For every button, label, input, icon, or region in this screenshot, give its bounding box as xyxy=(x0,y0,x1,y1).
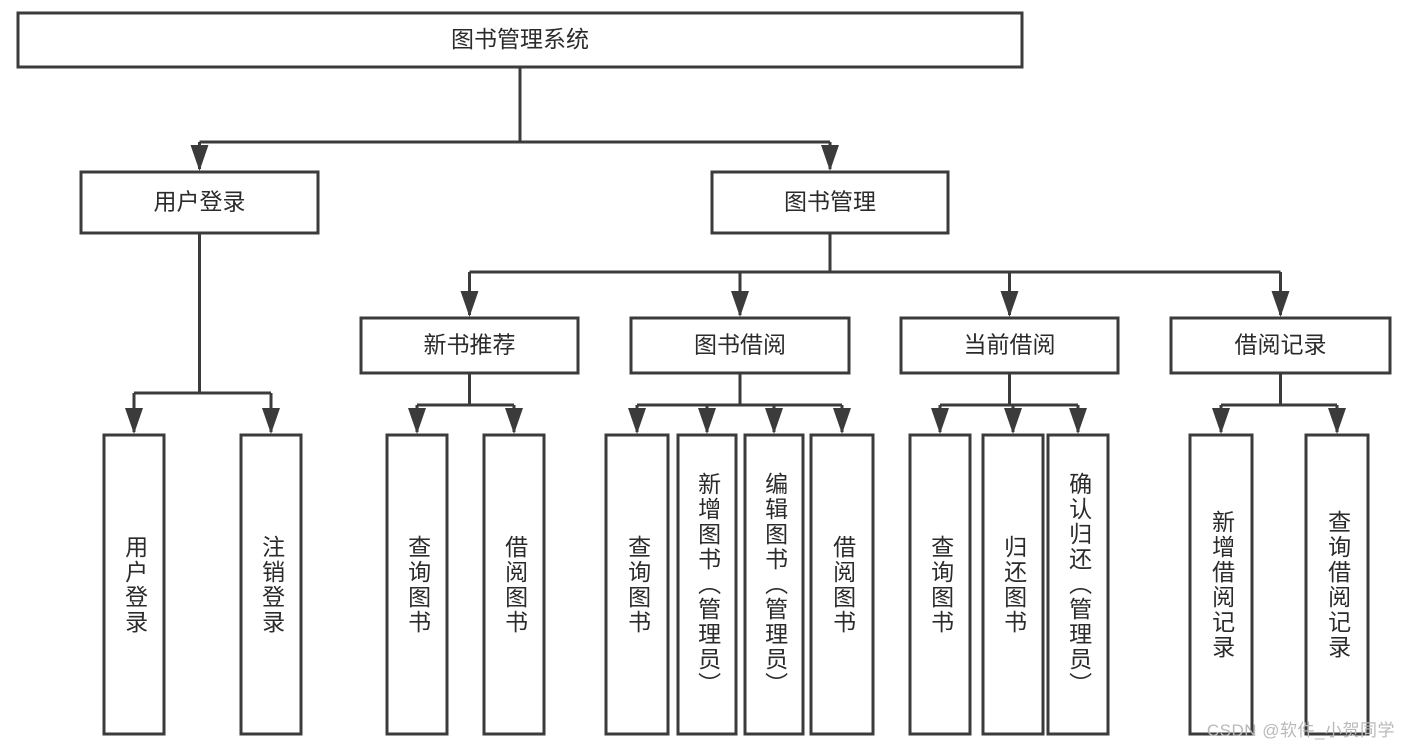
arrow-head-icon xyxy=(125,408,143,434)
node-label: 借阅记录 xyxy=(1235,332,1327,358)
node-box[interactable] xyxy=(1304,433,1370,736)
node-leaf[interactable] xyxy=(604,433,670,736)
arrow-head-icon xyxy=(408,408,426,434)
node-leaf[interactable] xyxy=(981,433,1045,736)
node-box[interactable] xyxy=(385,433,449,736)
node-leaf[interactable] xyxy=(1188,433,1254,736)
arrow-head-icon xyxy=(731,291,749,317)
node-leaf[interactable] xyxy=(239,433,303,736)
arrow-head-icon xyxy=(1000,291,1019,317)
node-box[interactable] xyxy=(809,433,875,736)
node-box[interactable] xyxy=(239,433,303,736)
node-box[interactable] xyxy=(743,433,805,736)
node-level3[interactable]: 借阅记录 xyxy=(1169,316,1392,375)
arrow-head-icon xyxy=(262,408,280,434)
arrow-head-icon xyxy=(460,291,479,317)
node-box[interactable] xyxy=(908,433,972,736)
node-label: 用户登录 xyxy=(154,189,246,215)
arrow-head-icon xyxy=(1328,408,1346,434)
arrow-head-icon xyxy=(628,408,646,434)
node-label: 图书借阅 xyxy=(694,332,786,358)
arrow-head-icon xyxy=(1069,408,1087,434)
node-label: 新书推荐 xyxy=(424,332,516,358)
node-box[interactable] xyxy=(604,433,670,736)
arrow-head-icon xyxy=(1004,408,1022,434)
arrow-head-icon xyxy=(833,408,851,434)
node-leaf[interactable] xyxy=(1046,433,1110,736)
arrow-head-icon xyxy=(190,145,209,171)
arrow-head-icon xyxy=(1271,291,1290,317)
node-box[interactable] xyxy=(710,170,950,235)
arrow-head-icon xyxy=(821,145,839,171)
watermark: CSDN @软件_小贺同学 xyxy=(1206,721,1395,740)
node-level3[interactable]: 图书借阅 xyxy=(629,316,851,375)
node-level3[interactable]: 新书推荐 xyxy=(359,316,580,375)
node-leaf[interactable] xyxy=(908,433,972,736)
node-box[interactable] xyxy=(482,433,546,736)
arrow-head-icon xyxy=(931,408,949,434)
node-box[interactable] xyxy=(1188,433,1254,736)
node-label: 图书管理 xyxy=(784,189,876,215)
node-label: 图书管理系统 xyxy=(451,26,589,52)
node-leaf[interactable] xyxy=(102,433,166,736)
node-leaf[interactable] xyxy=(809,433,875,736)
arrow-head-icon xyxy=(1212,408,1230,434)
node-level2[interactable]: 图书管理 xyxy=(710,170,950,235)
arrow-head-icon xyxy=(698,408,716,434)
node-box[interactable] xyxy=(1046,433,1110,736)
node-box[interactable] xyxy=(102,433,166,736)
node-box[interactable] xyxy=(676,433,738,736)
node-box[interactable] xyxy=(1169,316,1392,375)
node-leaf[interactable] xyxy=(1304,433,1370,736)
node-box[interactable] xyxy=(981,433,1045,736)
node-level2[interactable]: 用户登录 xyxy=(79,170,320,235)
node-leaf[interactable] xyxy=(676,433,738,736)
node-label: 当前借阅 xyxy=(964,332,1056,358)
node-level3[interactable]: 当前借阅 xyxy=(899,316,1120,375)
node-leaf[interactable] xyxy=(743,433,805,736)
arrow-head-icon xyxy=(765,408,783,434)
node-box[interactable] xyxy=(79,170,320,235)
arrow-head-icon xyxy=(505,408,523,434)
node-leaf[interactable] xyxy=(385,433,449,736)
node-leaf[interactable] xyxy=(482,433,546,736)
node-box[interactable] xyxy=(16,11,1024,69)
node-root[interactable]: 图书管理系统 xyxy=(16,11,1024,69)
